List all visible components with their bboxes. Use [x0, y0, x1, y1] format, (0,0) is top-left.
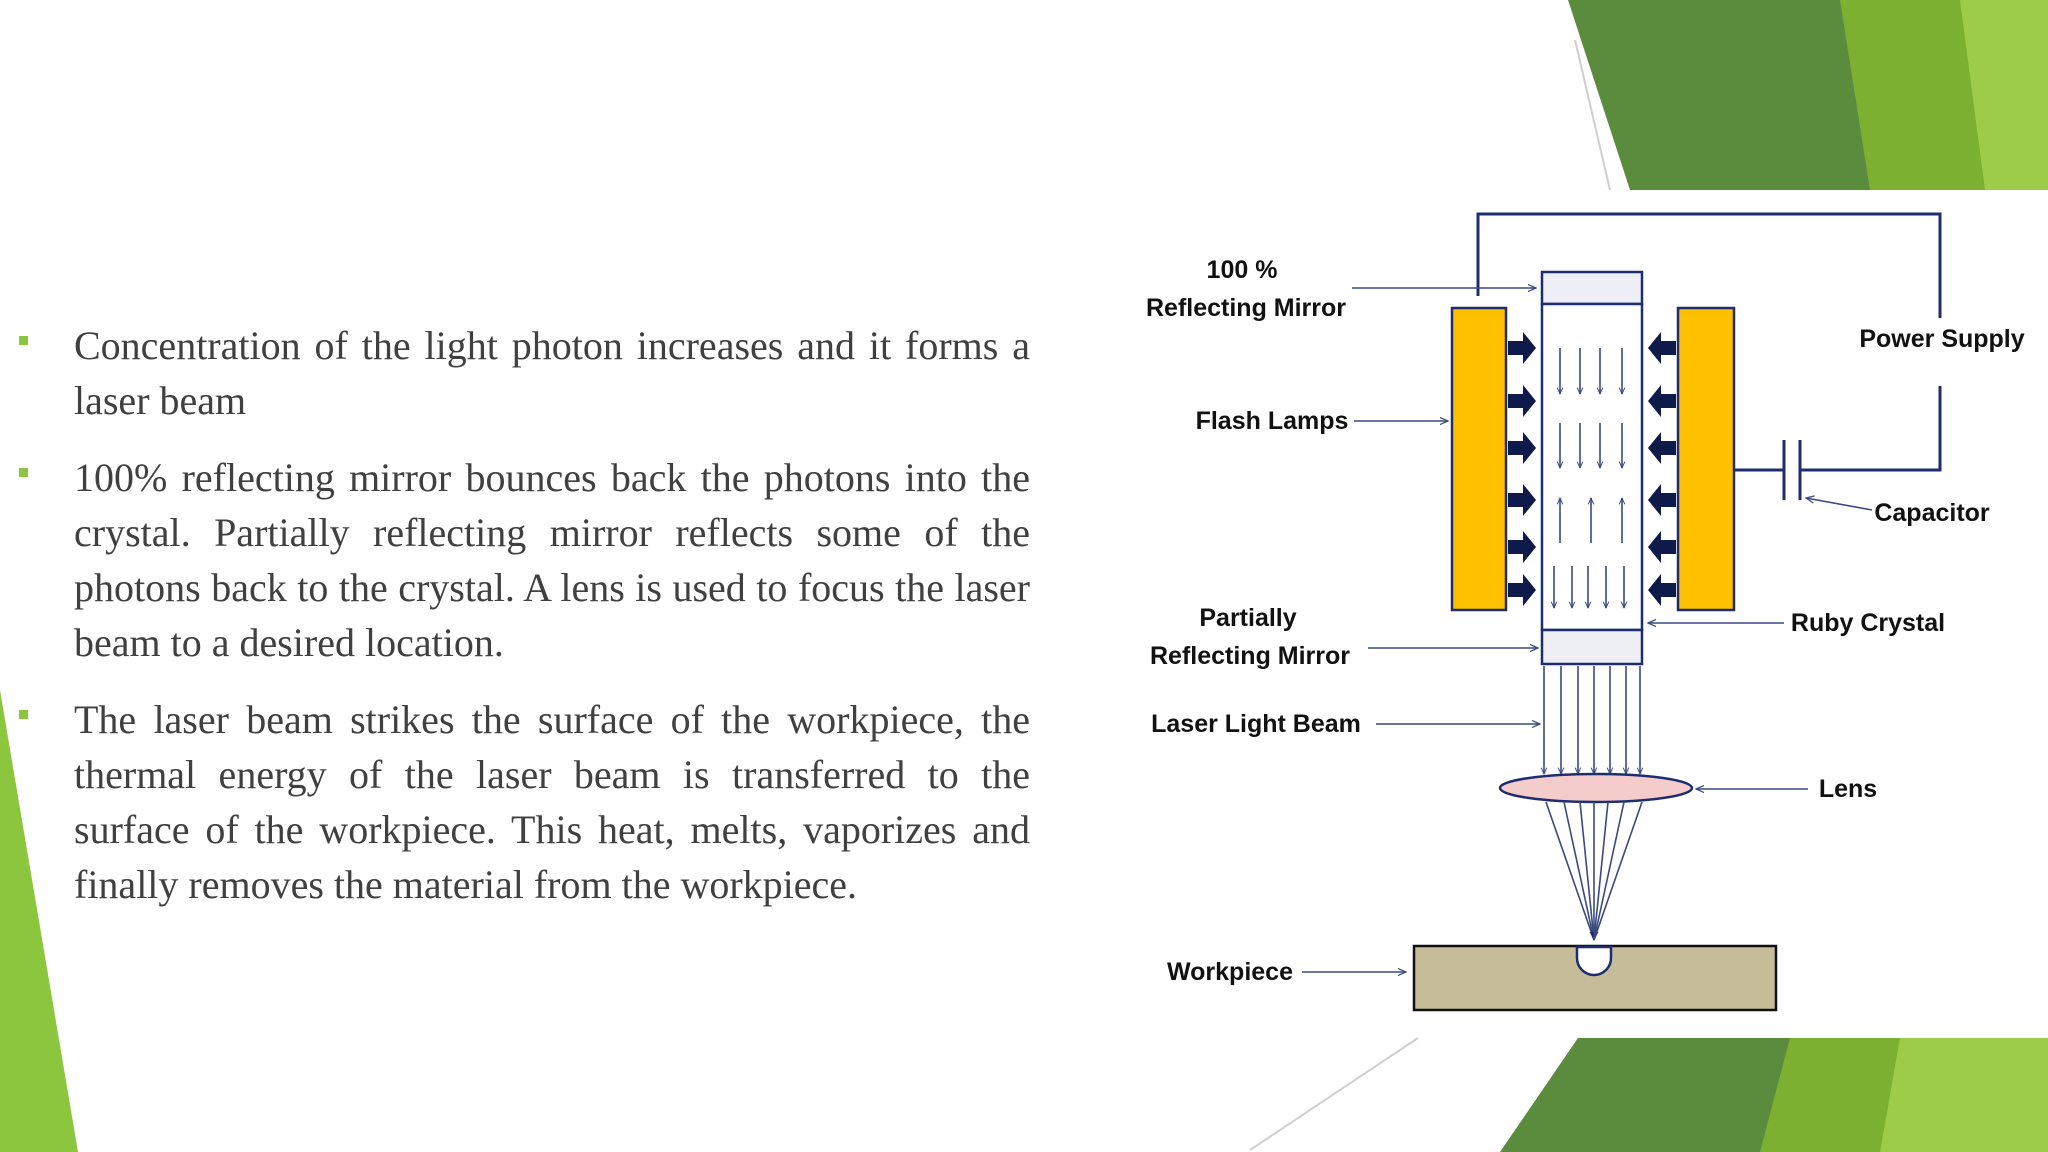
bullet-marker	[19, 468, 28, 477]
top-right-thin-line	[1574, 39, 1611, 191]
flash-lamp-right	[1676, 306, 1736, 612]
power-supply-circuit	[1476, 212, 1942, 500]
pumping-arrows	[1508, 332, 1676, 606]
bullet-marker	[19, 710, 28, 719]
top-right-bright-shape	[1960, 0, 2048, 190]
left-edge-shape	[0, 690, 78, 1152]
full-reflecting-mirror	[1540, 270, 1644, 306]
label-workpiece: Workpiece	[1167, 958, 1293, 986]
ruby-laser-diagram: 100 % Reflecting Mirror Power Supply Fla…	[1146, 212, 2025, 1012]
label-laser-light-beam: Laser Light Beam	[1151, 710, 1361, 738]
lens	[1498, 772, 1694, 804]
label-reflecting-mirror: Reflecting Mirror	[1146, 294, 1346, 322]
bullet-text: The laser beam strikes the surface of th…	[74, 697, 1030, 907]
label-lens: Lens	[1819, 775, 1877, 803]
ruby-crystal	[1540, 302, 1644, 632]
bullet-text: Concentration of the light photon increa…	[74, 323, 1030, 423]
label-partially-reflecting-mirror: Reflecting Mirror	[1150, 642, 1350, 670]
photon-arrows	[1554, 348, 1624, 608]
focused-rays	[1545, 801, 1643, 941]
bullet-text: 100% reflecting mirror bounces back the …	[74, 455, 1030, 665]
bullet-marker	[19, 336, 28, 345]
bottom-right-bright-shape	[1880, 1038, 2048, 1152]
laser-beam	[1544, 666, 1640, 774]
workpiece-cavity	[1575, 945, 1613, 977]
bottom-thin-line	[1249, 1037, 1419, 1151]
label-power-supply: Power Supply	[1859, 325, 2024, 353]
bullet-item: Concentration of the light photon increa…	[0, 318, 1030, 428]
flash-lamp-left	[1450, 306, 1508, 612]
label-pointers	[1302, 288, 1873, 972]
bullet-list: Concentration of the light photon increa…	[0, 318, 1030, 934]
bullet-item: 100% reflecting mirror bounces back the …	[0, 450, 1030, 670]
label-ruby-crystal: Ruby Crystal	[1791, 609, 1945, 637]
label-partially: Partially	[1199, 604, 1296, 632]
label-flash-lamps: Flash Lamps	[1196, 407, 1349, 435]
bullet-item: The laser beam strikes the surface of th…	[0, 692, 1030, 912]
partial-reflecting-mirror	[1540, 628, 1644, 666]
label-capacitor: Capacitor	[1874, 499, 1990, 527]
label-100-percent: 100 %	[1207, 256, 1278, 284]
